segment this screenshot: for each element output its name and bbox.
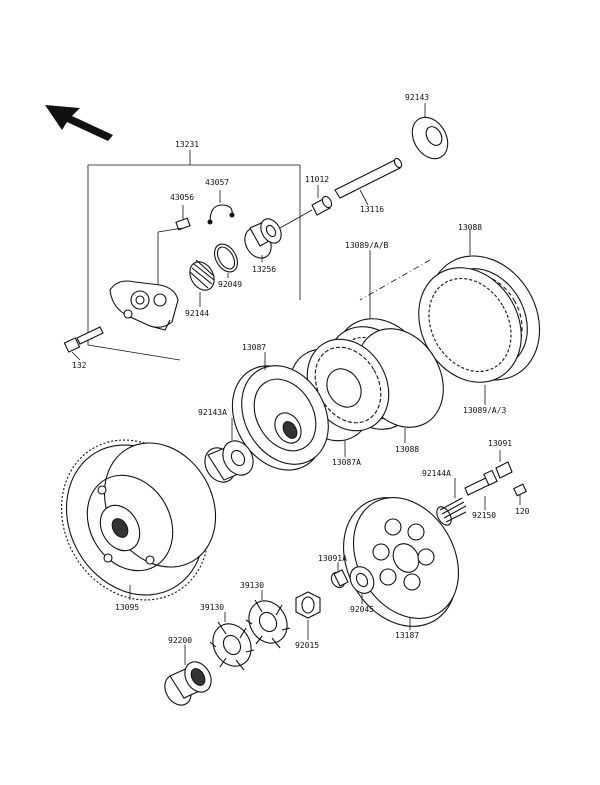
part-13091-pin[interactable] [495,450,513,479]
label-92045: 92045 [350,605,374,614]
label-92200: 92200 [168,636,192,645]
part-13087-pressure-plate[interactable] [214,349,346,486]
label-39130-lower: 39130 [200,603,224,612]
label-92015: 92015 [295,641,319,650]
label-13087: 13087 [242,343,266,352]
part-92049-oring[interactable] [210,240,242,278]
part-13095-clutch-housing[interactable] [33,413,238,627]
part-92143a-collar[interactable] [199,418,259,488]
part-92144-spring[interactable] [185,258,219,307]
axis-centerline-guide [359,259,431,301]
label-13091a: 13091A [318,554,347,563]
part-11012-bushing[interactable] [311,185,333,216]
label-92150: 92150 [472,511,496,520]
part-13256-bearing[interactable] [240,209,313,263]
front-direction-arrow-icon [45,105,113,141]
label-13116: 13116 [360,205,384,214]
label-92144: 92144 [185,309,209,318]
label-13089ab: 13089/A/B [345,241,389,250]
label-92143a: 92143A [198,408,227,417]
part-132-bolt[interactable] [63,326,104,361]
part-39130-washer-lower[interactable] [205,612,258,673]
part-13187-pressure-plate[interactable] [321,477,480,647]
label-39130-upper: 39130 [240,581,264,590]
label-13087a: 13087A [332,458,361,467]
label-13088-upper: 13088 [458,223,482,232]
part-13116-push-rod[interactable] [334,157,403,206]
release-assembly-group [87,150,301,361]
part-92200-needle-bearing[interactable] [160,645,217,710]
part-39130-washer-upper[interactable] [241,590,294,650]
label-13091: 13091 [488,439,512,448]
part-92045-bearing[interactable] [345,562,378,604]
part-92144a-spring[interactable] [434,478,467,528]
part-release-lever[interactable] [109,280,179,331]
part-92143-seal[interactable] [405,103,455,165]
label-92143: 92143 [405,93,429,102]
label-43057: 43057 [205,178,229,187]
label-132: 132 [72,361,87,370]
part-13089-steel-plate[interactable] [398,249,541,405]
label-13187: 13187 [395,631,419,640]
part-120-bolt[interactable] [513,483,527,505]
label-120: 120 [515,507,530,516]
part-92015-nut[interactable] [295,591,321,640]
label-13231: 13231 [175,140,199,149]
label-13256: 13256 [252,265,276,274]
part-43057-clip[interactable] [207,190,235,225]
part-13091a-spacer[interactable] [329,562,349,590]
label-92049: 92049 [218,280,242,289]
label-13089a3: 13089/A/3 [463,406,507,415]
label-13088-lower: 13088 [395,445,419,454]
label-92144a: 92144A [422,469,451,478]
part-92150-bolt[interactable] [464,469,498,510]
label-43056: 43056 [170,193,194,202]
label-11012: 11012 [305,175,329,184]
part-43056-screw[interactable] [157,205,191,290]
label-13095: 13095 [115,603,139,612]
